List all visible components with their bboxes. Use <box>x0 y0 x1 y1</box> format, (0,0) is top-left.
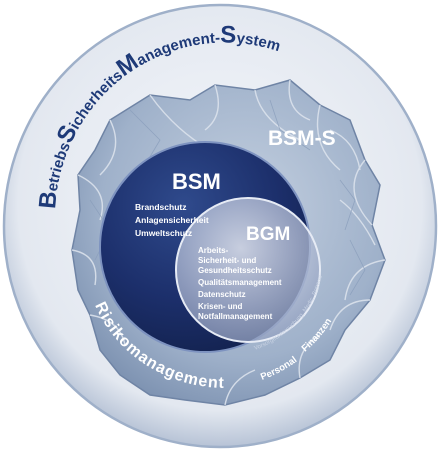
bgm-item: Gesundheitsschutz <box>198 266 272 275</box>
bgm-item: Krisen- und <box>198 302 243 311</box>
bgm-item: Sicherheit- und <box>198 256 256 265</box>
bgm-circle <box>175 197 321 343</box>
bsm-item: Brandschutz <box>135 202 186 212</box>
bgm-item: Arbeits- <box>198 246 229 255</box>
bgm-item: Datenschutz <box>198 290 246 299</box>
bsms-label: BSM-S <box>268 127 336 150</box>
bsm-item: Anlagensicherheit <box>135 215 209 225</box>
bsm-label: BSM <box>172 169 221 194</box>
bgm-item: Notfallmanagement <box>198 312 273 321</box>
bsm-item: Umweltschutz <box>135 228 192 238</box>
bgm-item: Qualitätsmanagement <box>198 278 282 287</box>
bgm-label: BGM <box>246 224 290 245</box>
